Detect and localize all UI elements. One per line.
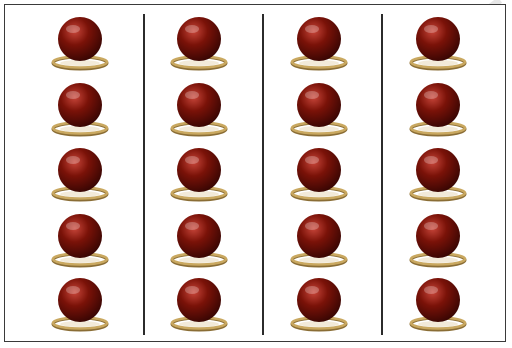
ball-item	[405, 143, 469, 203]
red-ball-on-gold-ring-icon	[47, 143, 111, 203]
red-ball-on-gold-ring-icon	[47, 12, 111, 72]
ball-item	[47, 143, 111, 203]
ball-item	[166, 143, 230, 203]
red-ball-on-gold-ring-icon	[405, 78, 469, 138]
red-ball-on-gold-ring-icon	[286, 143, 350, 203]
red-ball-on-gold-ring-icon	[286, 209, 350, 269]
ball-item	[286, 209, 350, 269]
ball-item	[166, 78, 230, 138]
column-divider	[143, 14, 145, 335]
red-ball-on-gold-ring-icon	[47, 209, 111, 269]
red-ball-on-gold-ring-icon	[166, 78, 230, 138]
ball-item	[47, 209, 111, 269]
red-ball-on-gold-ring-icon	[286, 273, 350, 333]
ball-item	[286, 78, 350, 138]
ball-item	[405, 209, 469, 269]
red-ball-on-gold-ring-icon	[166, 209, 230, 269]
column-divider	[381, 14, 383, 335]
ball-item	[286, 273, 350, 333]
red-ball-on-gold-ring-icon	[405, 12, 469, 72]
ball-item	[166, 12, 230, 72]
red-ball-on-gold-ring-icon	[405, 273, 469, 333]
red-ball-on-gold-ring-icon	[166, 143, 230, 203]
ball-item	[405, 273, 469, 333]
ball-item	[47, 273, 111, 333]
ball-item	[405, 78, 469, 138]
red-ball-on-gold-ring-icon	[405, 143, 469, 203]
ball-item	[166, 209, 230, 269]
ball-item	[286, 12, 350, 72]
red-ball-on-gold-ring-icon	[286, 78, 350, 138]
ball-item	[47, 12, 111, 72]
red-ball-on-gold-ring-icon	[405, 209, 469, 269]
ball-item	[286, 143, 350, 203]
red-ball-on-gold-ring-icon	[286, 12, 350, 72]
ball-item	[166, 273, 230, 333]
red-ball-on-gold-ring-icon	[47, 273, 111, 333]
column-divider	[262, 14, 264, 335]
red-ball-on-gold-ring-icon	[47, 78, 111, 138]
ball-item	[47, 78, 111, 138]
red-ball-on-gold-ring-icon	[166, 273, 230, 333]
red-ball-on-gold-ring-icon	[166, 12, 230, 72]
ball-item	[405, 12, 469, 72]
